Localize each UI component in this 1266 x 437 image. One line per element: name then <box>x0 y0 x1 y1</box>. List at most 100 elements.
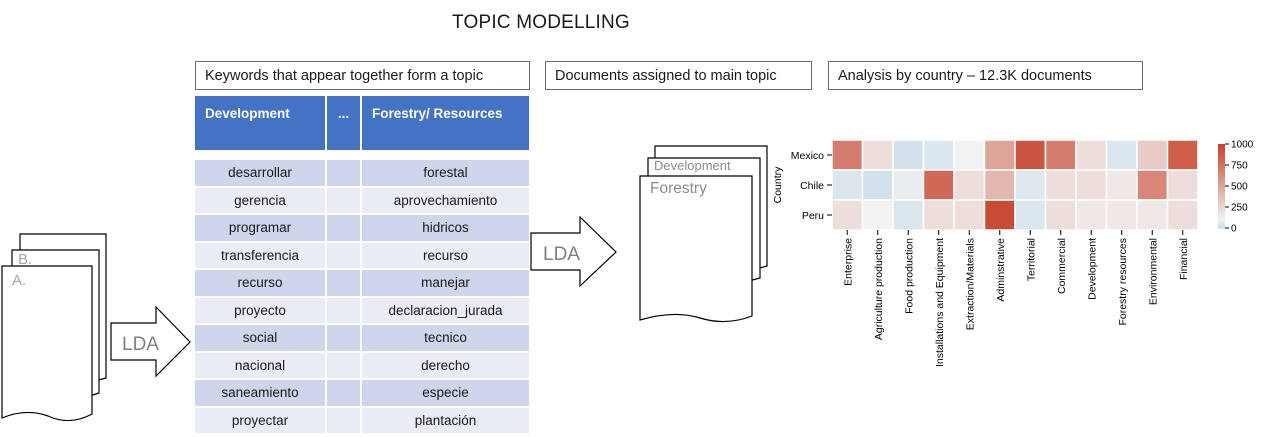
heatmap-cell <box>861 199 894 231</box>
heatmap-cell <box>953 169 986 201</box>
x-tick-label: Adminstrative <box>995 238 1007 302</box>
x-tick-label: Environmental <box>1147 238 1159 305</box>
colorbar-segment <box>1218 209 1225 212</box>
colorbar-segment <box>1218 160 1225 164</box>
heatmap-cell <box>922 169 955 201</box>
lda-label-1: LDA <box>122 334 159 355</box>
header-ellipsis: ... <box>326 96 362 150</box>
assigned-step-box: Documents assigned to main topic <box>545 61 812 90</box>
colorbar-segment <box>1218 156 1225 160</box>
document-front <box>1 265 93 422</box>
heatmap-cell <box>1105 199 1138 231</box>
colorbar-segment <box>1218 171 1225 174</box>
document-label-forestry: Forestry <box>650 180 707 197</box>
colorbar-segment <box>1218 173 1225 177</box>
heatmap-cell <box>861 169 894 201</box>
colorbar-tick-label: 250 <box>1231 203 1248 214</box>
topic-documents-stack: Development Forestry <box>639 145 768 323</box>
heatmap-cell <box>831 199 864 231</box>
colorbar-segment <box>1218 150 1225 153</box>
heatmap-cell <box>831 169 864 201</box>
x-tick-label: Agriculture production <box>873 238 885 340</box>
heatmap-cell <box>922 199 955 231</box>
page-title: TOPIC MODELLING <box>452 12 630 33</box>
colorbar-segment <box>1218 202 1225 206</box>
heatmap-cell <box>861 139 894 171</box>
heatmap-cell <box>1105 169 1138 201</box>
keywords-step-box: Keywords that appear together form a top… <box>195 61 530 90</box>
heatmap-cell <box>1136 199 1169 231</box>
colorbar-segment <box>1218 162 1225 166</box>
colorbar-segment <box>1218 181 1225 185</box>
header-development: Development <box>195 96 327 150</box>
colorbar-segment <box>1218 186 1225 189</box>
heatmap-cell <box>1014 139 1047 171</box>
colorbar-tick-label: 500 <box>1231 182 1248 193</box>
heatmap-cell <box>983 139 1016 171</box>
heatmap-cell <box>831 139 864 171</box>
colorbar-segment <box>1218 152 1225 156</box>
colorbar-segment <box>1218 146 1225 149</box>
x-tick-label: Forestry resources <box>1117 238 1129 326</box>
heatmap-cell <box>1136 169 1169 201</box>
topic-keywords-table: Development ... Forestry/ Resources desa… <box>195 96 531 433</box>
x-tick-label: Enterprise <box>842 238 854 286</box>
colorbar-segment <box>1218 211 1225 214</box>
heatmap-cell <box>1166 199 1199 231</box>
y-axis-label: Country <box>772 166 784 204</box>
heatmap-cell <box>983 199 1016 231</box>
heatmap-cell <box>1166 139 1199 171</box>
heatmap-cell <box>1075 139 1108 171</box>
colorbar-segment <box>1218 223 1225 227</box>
heatmap-cell <box>1044 139 1077 171</box>
heatmap-cell <box>1044 199 1077 231</box>
document-label-a: A. <box>12 272 26 289</box>
colorbar-segment <box>1218 169 1225 172</box>
colorbar-segment <box>1218 194 1225 198</box>
x-tick-label: Commercial <box>1056 238 1068 294</box>
heatmap-cell <box>953 199 986 231</box>
colorbar-segment <box>1218 177 1225 181</box>
heatmap-cell <box>1014 199 1047 231</box>
colorbar-segment <box>1218 207 1225 210</box>
heatmap-cell <box>983 169 1016 201</box>
heatmap-cell <box>1136 139 1169 171</box>
analysis-step-box: Analysis by country – 12.3K documents <box>828 61 1143 90</box>
heatmap-cell <box>1014 169 1047 201</box>
colorbar-segment <box>1218 154 1225 158</box>
colorbar-tick-label: 1000 <box>1231 140 1254 151</box>
heatmap-cell <box>1105 139 1138 171</box>
colorbar-segment <box>1218 196 1225 200</box>
colorbar-segment <box>1218 148 1225 151</box>
colorbar-segment <box>1218 175 1225 179</box>
colorbar-segment <box>1218 179 1225 183</box>
x-tick-label: Territorial <box>1025 238 1037 281</box>
colorbar-segment <box>1218 200 1225 204</box>
colorbar-tick-label: 0 <box>1231 224 1237 235</box>
heatmap-cell <box>892 199 925 231</box>
colorbar-segment <box>1218 217 1225 221</box>
heatmap-cell <box>892 169 925 201</box>
colorbar-segment <box>1218 221 1225 225</box>
x-tick-label: Extraction/Materials <box>964 238 976 330</box>
header-forestry: Forestry/ Resources <box>361 96 531 150</box>
document-label-b: B. <box>18 251 32 268</box>
colorbar-segment <box>1218 190 1225 193</box>
y-tick-label: Peru <box>802 210 824 222</box>
y-tick-label: Mexico <box>791 150 824 162</box>
colorbar-segment <box>1218 204 1225 208</box>
table-header-row: Development ... Forestry/ Resources <box>195 96 531 150</box>
y-tick-label: Chile <box>800 180 824 192</box>
colorbar-segment <box>1218 225 1225 229</box>
x-tick-label: Development <box>1086 238 1098 300</box>
heatmap-cell <box>953 139 986 171</box>
document-front <box>639 175 753 323</box>
